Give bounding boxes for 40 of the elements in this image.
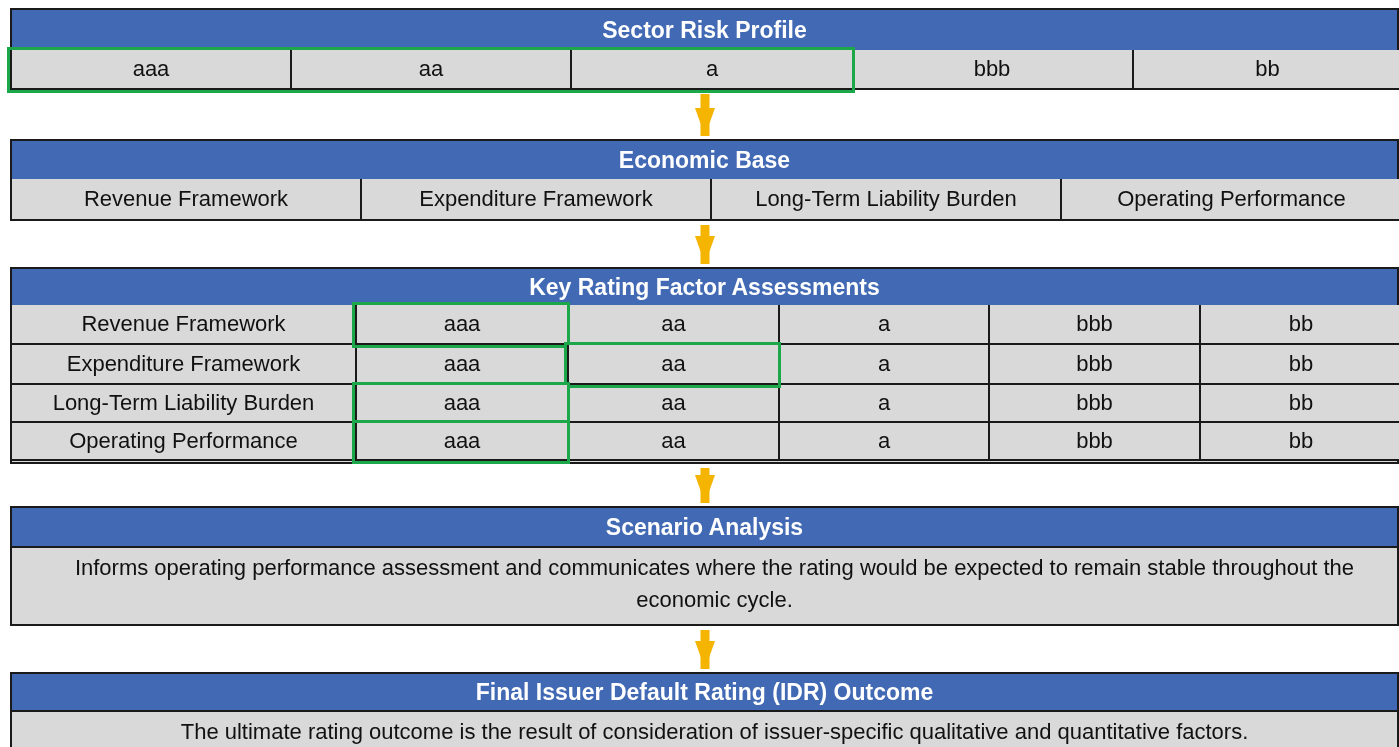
table-cell: a bbox=[778, 305, 988, 345]
table-cell: a bbox=[778, 385, 988, 423]
section-header: Key Rating Factor Assessments bbox=[12, 269, 1397, 307]
description-text: The ultimate rating outcome is the result of consideration of issuer-specific qualitative and quantitative factors. bbox=[179, 718, 1250, 746]
table-cell: aaa bbox=[355, 423, 567, 461]
section-panel bbox=[10, 506, 1399, 626]
table-cell: bb bbox=[1132, 50, 1399, 90]
table-cell: aa bbox=[567, 345, 778, 385]
table-cell: bb bbox=[1199, 385, 1399, 423]
table-cell: bbb bbox=[988, 385, 1199, 423]
table-cell: bbb bbox=[988, 423, 1199, 461]
section-header: Sector Risk Profile bbox=[12, 10, 1397, 52]
section-header: Final Issuer Default Rating (IDR) Outcome bbox=[12, 674, 1397, 712]
table-cell: a bbox=[570, 50, 852, 90]
arrow bbox=[695, 225, 715, 264]
table-cell: bbb bbox=[988, 305, 1199, 345]
table-cell: bb bbox=[1199, 423, 1399, 461]
table-cell: Expenditure Framework bbox=[360, 179, 710, 221]
section-panel bbox=[10, 8, 1399, 90]
table-cell: bbb bbox=[988, 345, 1199, 385]
table-cell: Revenue Framework bbox=[10, 305, 355, 345]
highlight-frame bbox=[10, 50, 852, 90]
description-text: Informs operating performance assessment and communicates where the rating would be expected to remain stable throughout the economic cycle. bbox=[73, 554, 1356, 614]
section-panel bbox=[10, 672, 1399, 747]
table-cell: Long-Term Liability Burden bbox=[710, 179, 1060, 221]
table-cell: bb bbox=[1199, 305, 1399, 345]
section-header: Scenario Analysis bbox=[12, 508, 1397, 548]
table-cell: aa bbox=[290, 50, 570, 90]
table-cell: a bbox=[778, 423, 988, 461]
section-panel bbox=[10, 139, 1399, 221]
table-cell: aaa bbox=[10, 50, 290, 90]
arrow bbox=[695, 630, 715, 669]
table-cell: aaa bbox=[355, 305, 567, 345]
table-cell: Operating Performance bbox=[1060, 179, 1399, 221]
arrow bbox=[695, 468, 715, 503]
arrow bbox=[695, 94, 715, 136]
section-header: Economic Base bbox=[12, 141, 1397, 181]
section-panel bbox=[10, 267, 1399, 464]
table-cell: bb bbox=[1199, 345, 1399, 385]
table-cell: aaa bbox=[355, 385, 567, 423]
